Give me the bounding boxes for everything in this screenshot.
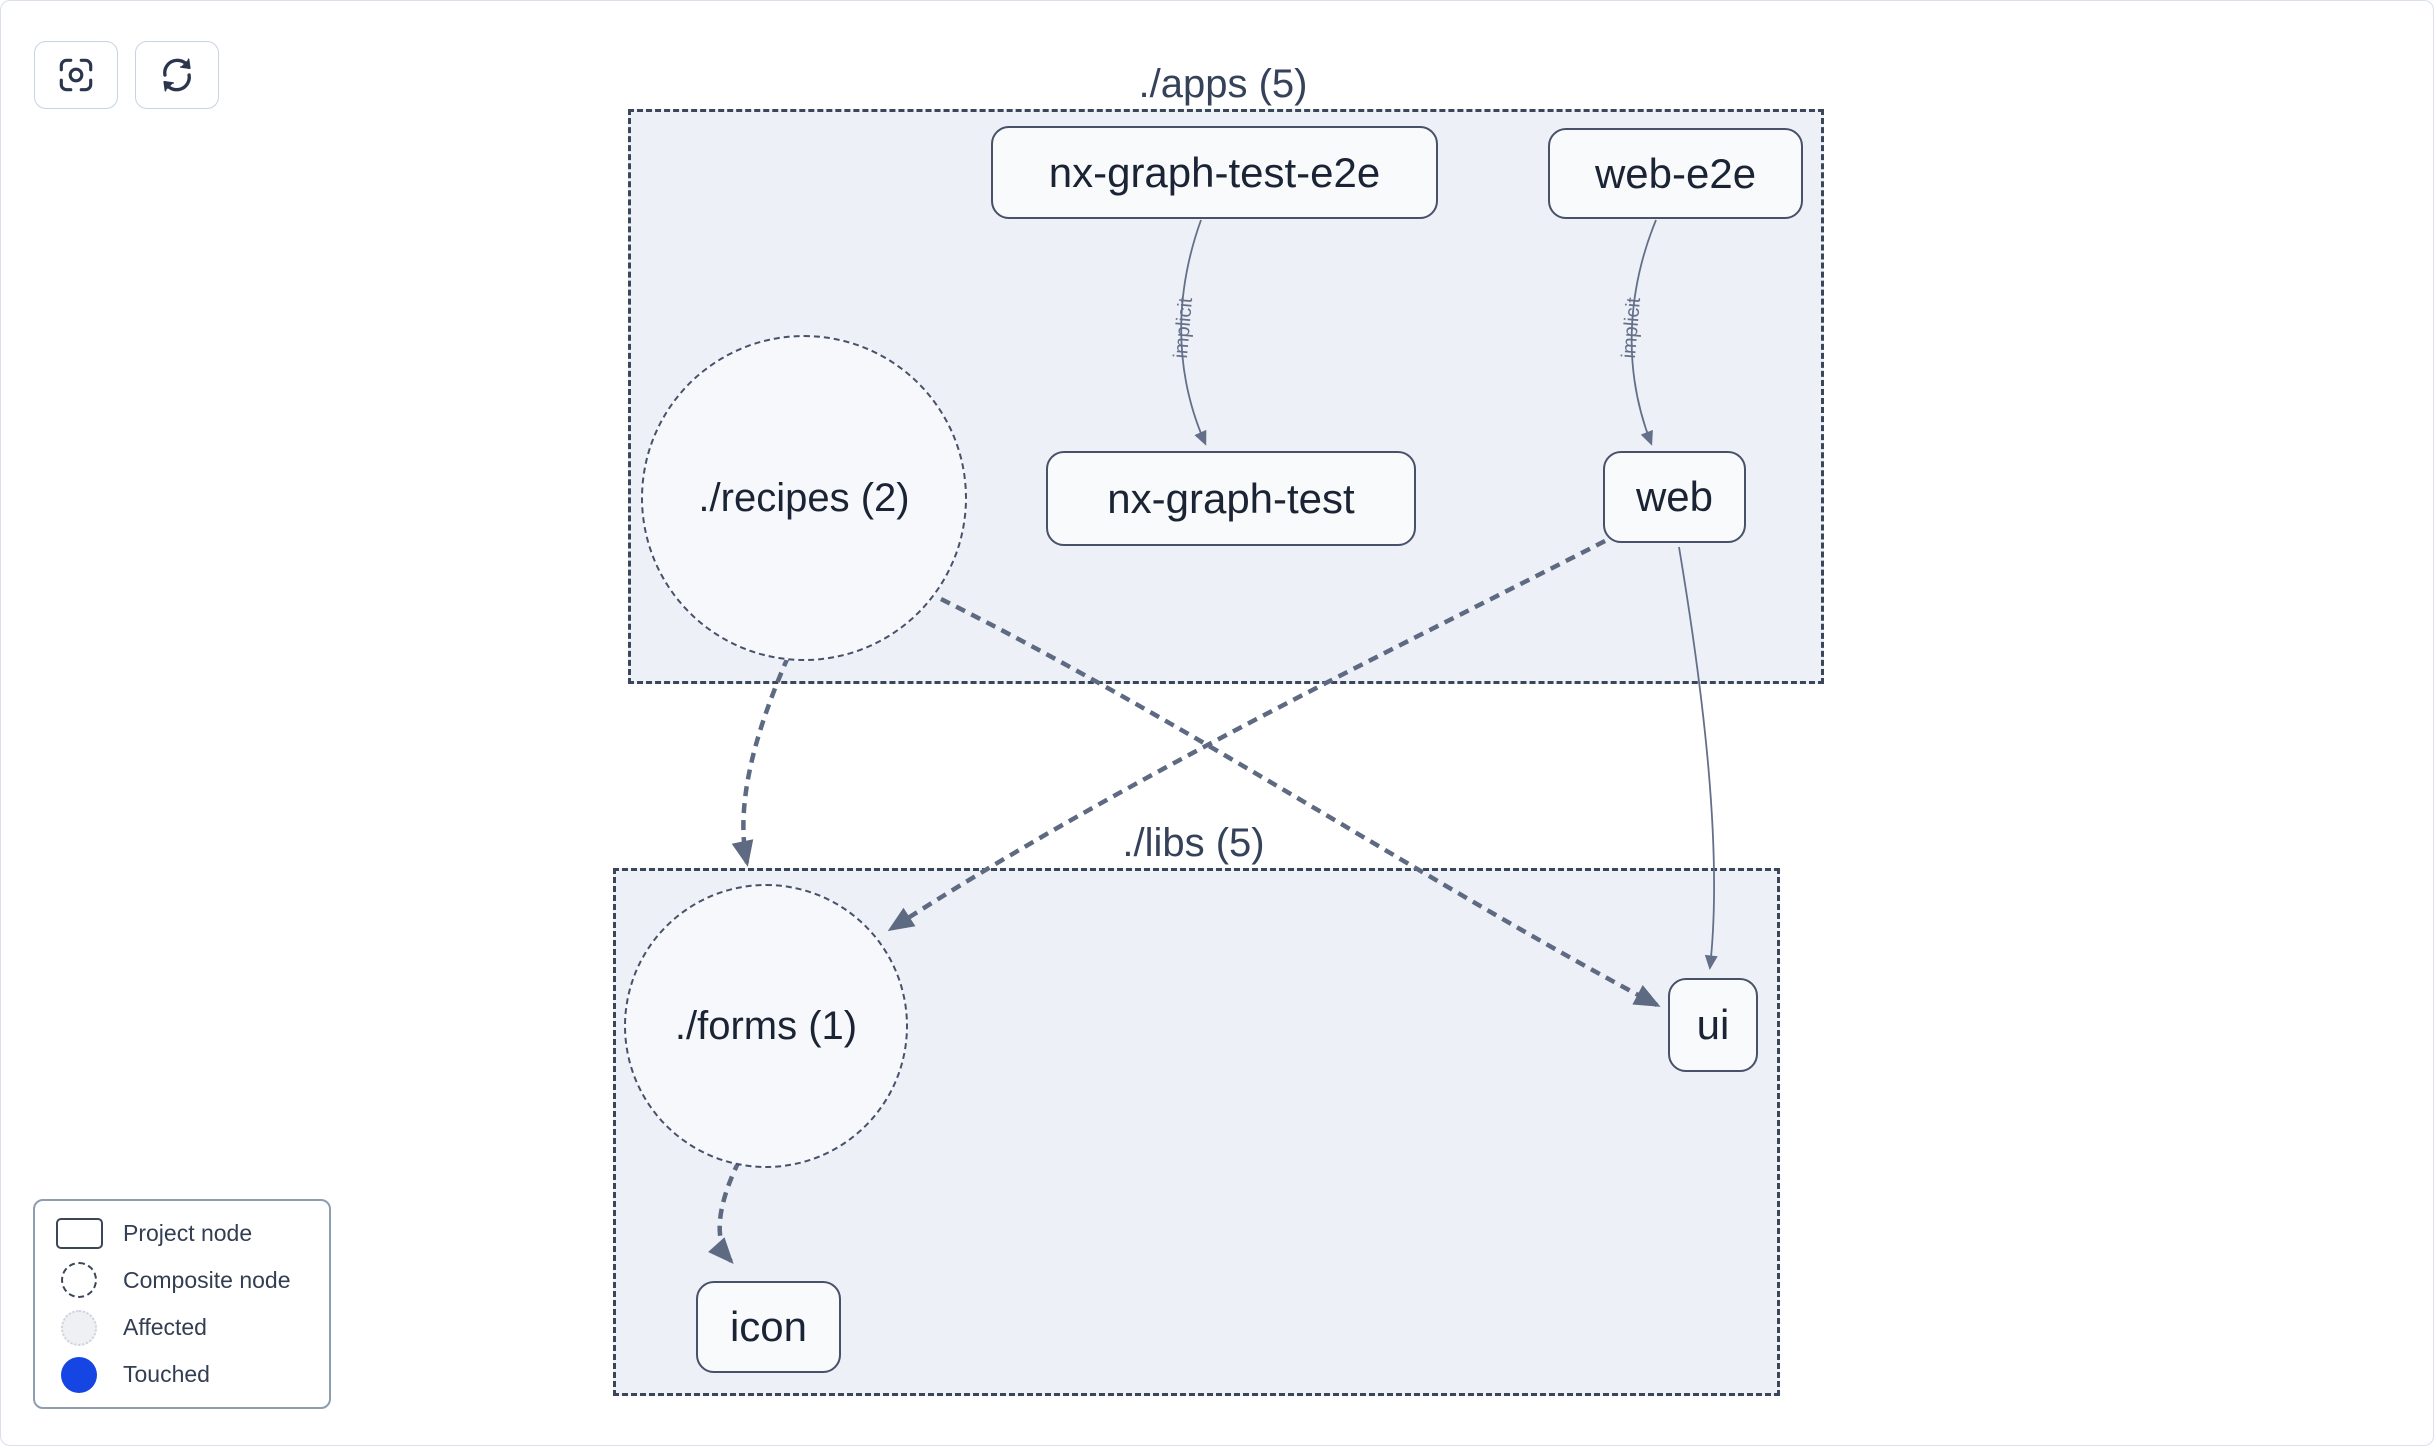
node-label: nx-graph-test-e2e (1048, 148, 1381, 196)
edge-web-e2e-to-web (1630, 219, 1657, 446)
refresh-icon (156, 54, 198, 96)
edge-recipes-to-ui (939, 596, 1661, 1007)
legend-label: Touched (123, 1361, 210, 1388)
legend-label: Composite node (123, 1266, 291, 1293)
composite-node-swatch (35, 1262, 123, 1299)
node-web-e2e[interactable]: web-e2e (1548, 128, 1803, 219)
affected-swatch (35, 1309, 123, 1346)
legend-item-project-node: Project node (35, 1212, 329, 1254)
node-label: ./recipes (2) (698, 475, 910, 520)
focus-icon (55, 54, 97, 96)
node-ui[interactable]: ui (1668, 978, 1758, 1072)
legend-item-composite-node: Composite node (35, 1259, 329, 1301)
node-recipes-composite[interactable]: ./recipes (2) (641, 335, 967, 661)
group-libs-title: ./libs (5) (1122, 821, 1265, 865)
edge-forms-to-icon (708, 1160, 742, 1264)
node-label: nx-graph-test (1107, 474, 1355, 522)
legend-label: Project node (123, 1219, 253, 1246)
legend-panel: Project node Composite node Affected Tou… (33, 1199, 331, 1409)
edge-recipes-to-forms (731, 656, 791, 867)
node-icon[interactable]: icon (696, 1281, 841, 1373)
node-nx-graph-test[interactable]: nx-graph-test (1046, 451, 1416, 546)
edge-nx-graph-test-e2e-to-nx-graph-test (1180, 219, 1207, 446)
edge-web-to-forms (887, 538, 1607, 932)
refresh-button[interactable] (135, 41, 219, 109)
node-label: icon (729, 1303, 808, 1350)
node-web[interactable]: web (1603, 451, 1746, 543)
touched-swatch (35, 1356, 123, 1393)
zoom-to-fit-button[interactable] (34, 41, 118, 109)
legend-item-affected: Affected (35, 1307, 329, 1349)
edge-web-to-ui (1678, 546, 1718, 970)
node-label: ui (1696, 1001, 1730, 1048)
node-label: web-e2e (1594, 149, 1757, 197)
node-label: ./forms (1) (674, 1003, 858, 1048)
legend-item-touched: Touched (35, 1354, 329, 1396)
legend-label: Affected (123, 1314, 207, 1341)
node-nx-graph-test-e2e[interactable]: nx-graph-test-e2e (991, 126, 1438, 219)
group-apps-title: ./apps (5) (1138, 62, 1308, 106)
project-node-swatch (35, 1217, 123, 1249)
node-label: web (1635, 473, 1714, 520)
node-forms-composite[interactable]: ./forms (1) (624, 884, 908, 1168)
